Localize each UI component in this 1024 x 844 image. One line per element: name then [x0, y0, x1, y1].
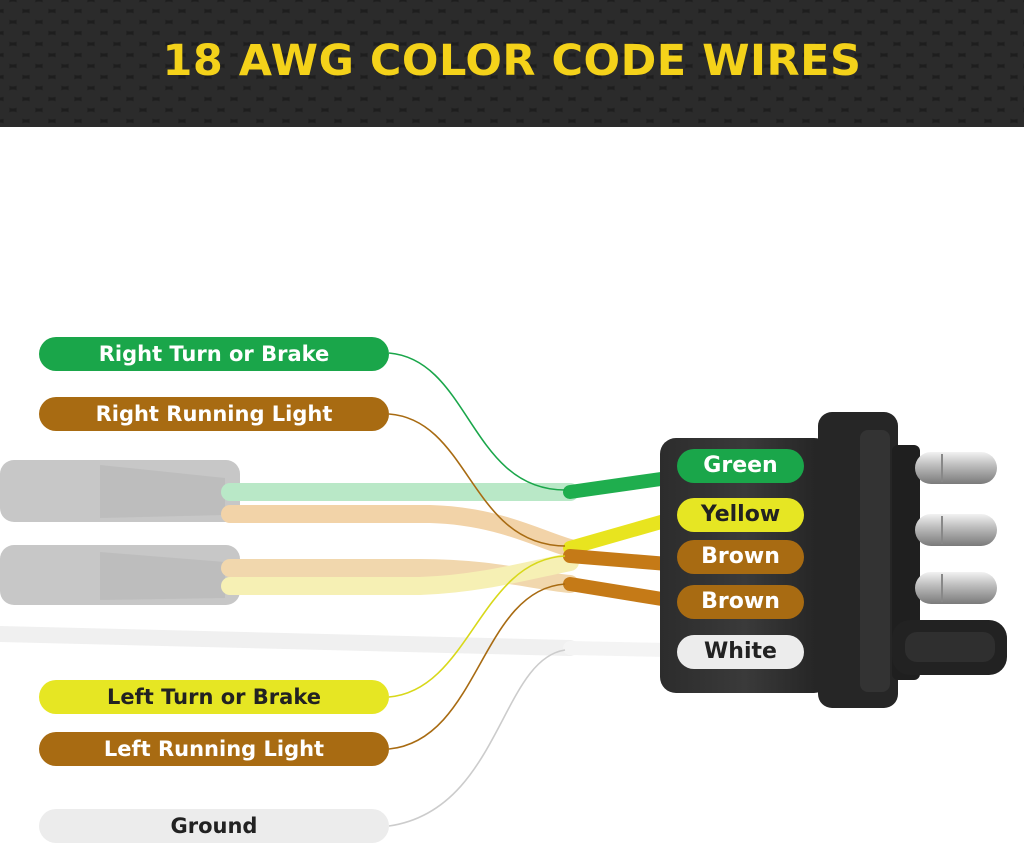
- leader-lines: [388, 352, 566, 827]
- wire-label-brown-1: Brown: [677, 540, 804, 574]
- wire-label-white: White: [677, 635, 804, 669]
- label-right-turn-or-brake: Right Turn or Brake: [39, 337, 389, 371]
- wire-label-yellow: Yellow: [677, 498, 804, 532]
- page-title: 18 AWG COLOR CODE WIRES: [162, 36, 862, 86]
- wire-label-brown-2: Brown: [677, 585, 804, 619]
- wire-label-green: Green: [677, 449, 804, 483]
- cable-wires: [0, 471, 675, 657]
- label-left-turn-or-brake: Left Turn or Brake: [39, 680, 389, 714]
- label-left-running-light: Left Running Light: [39, 732, 389, 766]
- label-right-running-light: Right Running Light: [39, 397, 389, 431]
- plug-pins: [915, 452, 997, 604]
- header-banner: 18 AWG COLOR CODE WIRES: [0, 0, 1024, 127]
- label-ground: Ground: [39, 809, 389, 843]
- cable-sheaths: [0, 460, 240, 605]
